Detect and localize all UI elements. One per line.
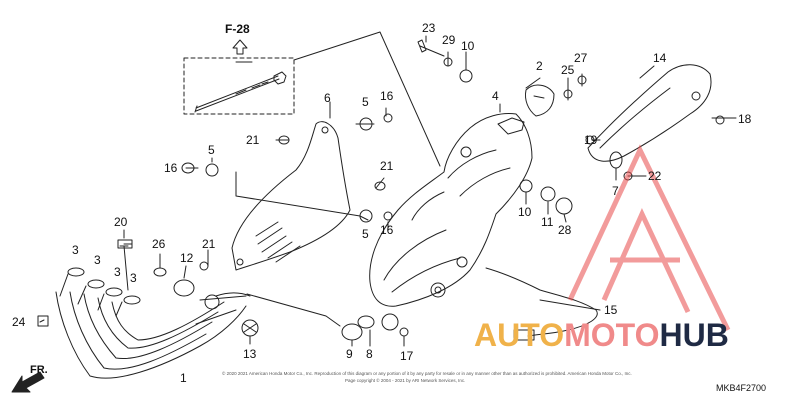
stud-bolt [119, 243, 133, 291]
muffler-part [369, 113, 533, 307]
callout-29: 29 [442, 33, 456, 47]
reference-box [183, 57, 295, 115]
callout-11: 11 [541, 215, 554, 229]
callout-14: 14 [653, 51, 667, 65]
callout-3-a: 3 [72, 243, 79, 257]
callout-21-mid: 21 [380, 159, 394, 173]
fr-arrow-icon [11, 371, 45, 393]
callout-8: 8 [366, 347, 373, 361]
callout-24: 24 [12, 315, 26, 329]
callout-26: 26 [152, 237, 166, 251]
watermark-text: AUTOMOTOHUB [474, 318, 729, 352]
callout-4: 4 [492, 89, 499, 103]
callout-21-low: 21 [202, 237, 216, 251]
callout-20: 20 [114, 215, 128, 229]
rod-part [194, 75, 280, 113]
callout-19: 19 [584, 133, 598, 147]
heat-shield-part [231, 121, 351, 271]
callout-2: 2 [536, 59, 543, 73]
callout-16-top: 16 [380, 89, 394, 103]
watermark-logo-icon [567, 144, 731, 332]
callout-6: 6 [324, 91, 331, 105]
callout-16-low: 16 [380, 223, 394, 237]
callout-27: 27 [574, 51, 588, 65]
exhaust-pipe-part [55, 291, 247, 379]
callout-3-d: 3 [130, 271, 137, 285]
front-direction-label: FR. [30, 364, 48, 376]
watermark-auto: AUTO [474, 317, 565, 353]
callout-28: 28 [558, 223, 572, 237]
callout-1: 1 [180, 371, 187, 385]
callout-15: 15 [604, 303, 618, 317]
callout-5-low: 5 [362, 227, 369, 241]
callout-3-c: 3 [114, 265, 121, 279]
callout-16-left: 16 [164, 161, 178, 175]
callout-5-top: 5 [362, 95, 369, 109]
protector-part [587, 64, 712, 162]
callout-13: 13 [243, 347, 257, 361]
callout-21-top: 21 [246, 133, 260, 147]
callout-3-b: 3 [94, 253, 101, 267]
cable-part [485, 267, 598, 337]
watermark-hub: HUB [659, 317, 729, 353]
reference-label: F-28 [225, 22, 250, 36]
callout-9: 9 [346, 347, 353, 361]
watermark-moto: MOTO [564, 317, 660, 353]
diagram-code: MKB4F2700 [716, 383, 767, 393]
callout-17: 17 [400, 349, 414, 363]
callout-18: 18 [738, 112, 752, 126]
callout-22: 22 [648, 169, 662, 183]
callout-12: 12 [180, 251, 194, 265]
reference-arrow-icon [232, 39, 248, 55]
callout-10: 10 [461, 39, 475, 53]
callout-23: 23 [422, 21, 436, 35]
callout-7: 7 [612, 184, 619, 198]
callout-10-low: 10 [518, 205, 532, 219]
callout-25: 25 [561, 63, 575, 77]
protector-small-part [525, 84, 555, 117]
callout-5-left: 5 [208, 143, 215, 157]
copyright-line-2: Page copyright © 2004 - 2021 by ARI Netw… [345, 378, 466, 383]
copyright-line-1: © 2020 2021 American Honda Motor Co., In… [222, 371, 632, 376]
